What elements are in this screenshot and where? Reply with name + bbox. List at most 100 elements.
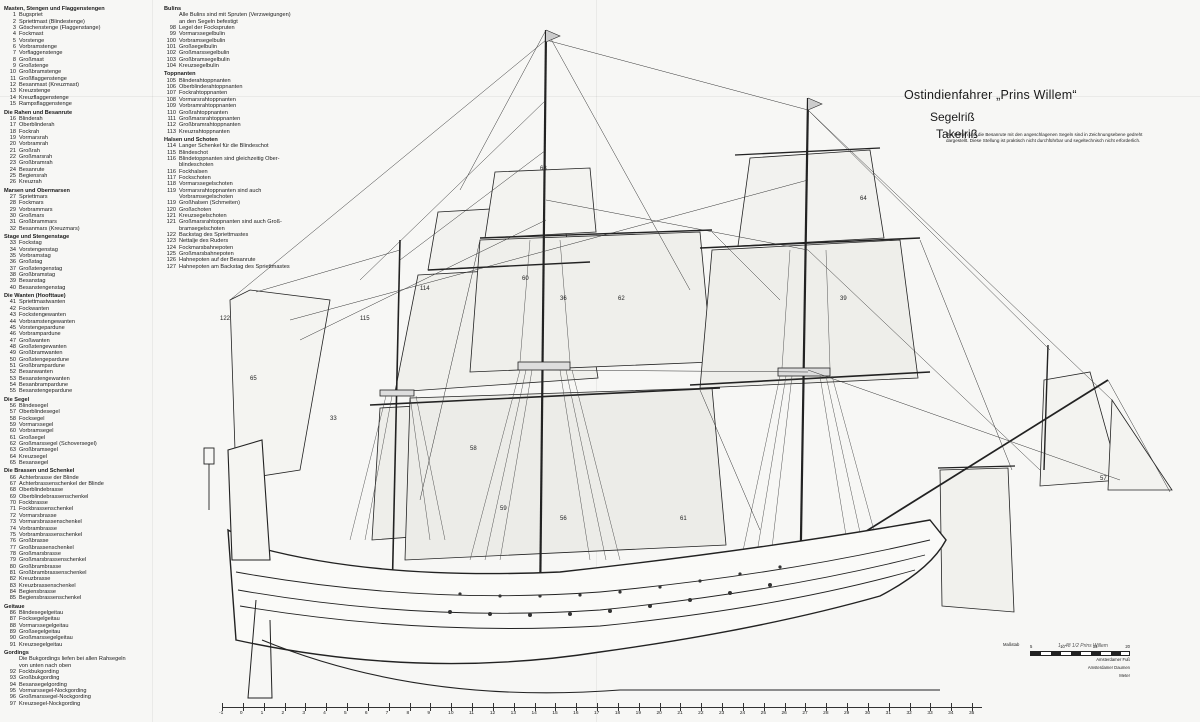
legend-item-number: 94 <box>9 681 16 688</box>
legend-item-label: Großsegel <box>19 434 46 441</box>
legend-item-label: Großbramrah <box>19 160 53 167</box>
legend-item-label: Besanstengepardune <box>19 388 73 395</box>
legend-item-number: 122 <box>166 232 176 239</box>
legend-item-number: 4 <box>12 31 16 38</box>
legend-item-number: 120 <box>166 206 176 213</box>
ruler-tick <box>805 703 807 711</box>
legend-section-heading: Masten, Stengen und Flaggenstengen <box>4 6 105 12</box>
ruler-tick <box>263 703 265 711</box>
legend-item-label: Großbrassenschenkel <box>19 544 74 551</box>
legend-item-label: Großmarsbrasse <box>19 550 61 557</box>
legend-item-number: 13 <box>9 88 16 95</box>
legend-item-number: 72 <box>9 512 16 519</box>
legend-item: Vorbramsegelschoten <box>164 194 344 200</box>
yard <box>699 237 921 249</box>
main-top <box>517 361 571 371</box>
legend-item-label: Oberblindebrasse <box>19 487 64 494</box>
sail-main-topsail <box>469 231 713 373</box>
legend-item-label: Großmarsbahnepoten <box>179 251 234 258</box>
legend-item-number: 56 <box>9 402 16 409</box>
legend-item-label: Besanstengewanten <box>19 375 70 382</box>
scale-tick-label: 15 <box>1092 644 1098 649</box>
legend-item-number: 49 <box>9 350 16 357</box>
legend-item-label: Blindeschot <box>179 149 208 156</box>
legend-item-label: Hahnepoten auf der Besanrute <box>179 257 256 264</box>
legend-item-label: Vorstengenstag <box>19 246 58 253</box>
ruler-tick-label: 33 <box>927 711 933 716</box>
legend-item-label: Blinderahtoppnanten <box>179 77 231 84</box>
legend-item-number: 29 <box>9 206 16 213</box>
legend-item-label: Großbukgording <box>19 675 60 682</box>
legend-section-heading: Die Rahen und Besanrute <box>4 109 73 116</box>
legend-item-label: Kreuzbrasse <box>19 576 51 583</box>
scale-handwritten-note: 1 : 48 1/2 Prins Willem <box>1058 643 1108 649</box>
legend-item-label: Vorbrambrassenschenkel <box>19 531 83 538</box>
legend-item-number: 77 <box>9 544 16 551</box>
legend-item-label: bramsegelschoten <box>179 225 225 232</box>
legend-item-label: Oberblindebrassenschenkel <box>19 493 89 500</box>
legend-item-label: blindeschoten <box>179 162 214 169</box>
legend-item-number: 99 <box>169 31 176 38</box>
legend-item-number: 113 <box>167 128 176 135</box>
legend-item-label: Achterbrassenschenkel der Blinde <box>19 481 104 488</box>
ruler-tick-label: 15 <box>552 711 558 716</box>
legend-item-label: Vormarsbrasse <box>19 512 57 519</box>
legend-item-number: 51 <box>9 362 16 369</box>
legend-item-label: Vorbrampardune <box>19 331 61 338</box>
legend-item-label: Vorbramstengewanten <box>19 318 75 325</box>
legend-section-heading: Halsen und Schoten <box>164 136 218 143</box>
scale-unit-label: Amsterdamer Daumen <box>1087 665 1130 670</box>
ruler-tick-label: 29 <box>844 711 850 716</box>
legend-item-label: Besansegelgording <box>19 681 67 688</box>
legend-item-number: 74 <box>9 525 16 532</box>
fore-top <box>379 389 415 397</box>
ruler-tick <box>472 703 473 711</box>
legend-item-number: 47 <box>9 337 16 344</box>
drawing-callout-number: 36 <box>560 296 567 302</box>
legend-item-label: Blinderah <box>19 115 43 122</box>
ruler-tick <box>617 703 619 711</box>
ruler-tick-label: 8 <box>406 711 410 716</box>
fold-line <box>0 96 1200 97</box>
legend-item-label: Fockbrasse <box>19 500 48 507</box>
ruler-tick-label: 4 <box>323 711 326 716</box>
legend-item-number: 73 <box>9 519 16 526</box>
legend-item-label: Großwanten <box>19 337 50 344</box>
legend-item-number: 6 <box>12 44 16 51</box>
ruler-tick <box>492 703 494 711</box>
legend-item-label: Großbramstenge <box>19 69 62 76</box>
legend-section-heading: Toppnanten <box>164 71 196 78</box>
drawing-callout-number: 39 <box>840 296 847 302</box>
legend-item-label: Vormarsrahtoppnanten <box>179 96 236 103</box>
legend-item-label: Spriettmast (Blindestenge) <box>19 18 85 25</box>
legend-item-number: 80 <box>9 563 16 570</box>
drawing-callout-number: 122 <box>220 316 231 322</box>
scale-tick-label: 10 <box>1060 644 1065 649</box>
legend-item-number: 90 <box>9 635 16 642</box>
legend-item-label: Blindesegelgeitau <box>19 609 64 616</box>
legend-item-label: Großbrambrasse <box>19 563 62 570</box>
ruler-tick-label: 6 <box>364 711 368 716</box>
